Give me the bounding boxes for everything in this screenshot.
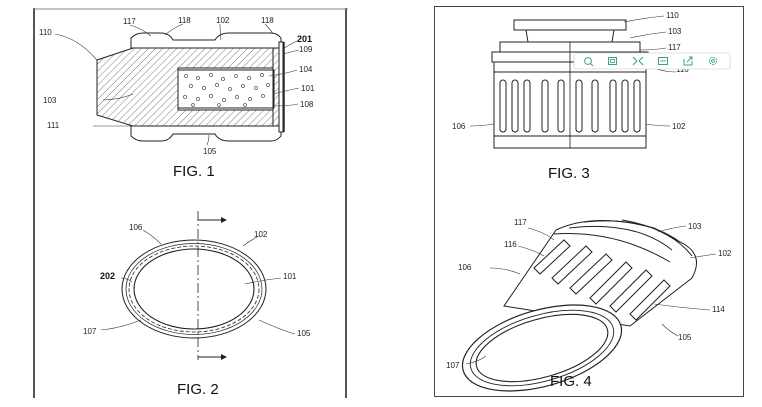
fig1-ref-103: 103 <box>43 96 57 105</box>
fig4-ribs <box>533 239 671 321</box>
porous-dots <box>183 73 270 107</box>
fig2-ref-105: 105 <box>297 329 311 338</box>
crop-icon[interactable] <box>654 54 672 68</box>
fig2-caption: FIG. 2 <box>177 381 219 398</box>
fig1-ref-118-right: 118 <box>261 16 274 25</box>
fig2-ref-106: 106 <box>129 223 143 232</box>
left-drawing-panel: 110 117 118 102 118 201 109 104 103 101 … <box>33 8 348 398</box>
fig2-ref-102: 102 <box>254 230 268 239</box>
fig3-caption: FIG. 3 <box>548 165 590 182</box>
fig1-ref-201: 201 <box>297 34 312 44</box>
fig3-ref-116: 116 <box>676 65 689 74</box>
fig4-ref-117: 117 <box>514 218 527 227</box>
fig3-ref-110: 110 <box>666 11 679 20</box>
fig1-ref-101: 101 <box>301 84 315 93</box>
image-toolbar <box>573 52 731 70</box>
fig3-ref-102: 102 <box>672 122 686 131</box>
fig1-ref-117: 117 <box>123 17 136 26</box>
fig1-ref-110: 110 <box>39 28 52 37</box>
fig3-ref-106: 106 <box>452 122 466 131</box>
fig1-caption: FIG. 1 <box>173 163 215 180</box>
zoom-icon[interactable] <box>580 54 598 68</box>
fig3-ref-103: 103 <box>668 27 682 36</box>
fig4-leaders <box>465 225 717 365</box>
fig2-drawing <box>121 211 267 360</box>
fig1-drawing <box>96 32 285 142</box>
fig4-ref-105: 105 <box>678 333 692 342</box>
settings-icon[interactable] <box>704 54 722 68</box>
fig4-ref-102: 102 <box>718 249 732 258</box>
right-drawing-svg: 110 103 117 116 106 102 FIG. 3 <box>434 6 744 397</box>
fig4-drawing <box>461 219 697 392</box>
fig4-caption: FIG. 4 <box>550 373 592 390</box>
fig1-ref-109: 109 <box>299 45 313 54</box>
right-page-border <box>434 6 744 397</box>
fig2-ref-107: 107 <box>83 327 97 336</box>
fig4-ref-107: 107 <box>446 361 460 370</box>
frame-icon[interactable] <box>604 54 622 68</box>
fig1-ref-108: 108 <box>300 100 314 109</box>
fig4-ref-114: 114 <box>712 305 725 314</box>
left-drawing-svg: 110 117 118 102 118 201 109 104 103 101 … <box>33 8 348 398</box>
fig4-ref-106: 106 <box>458 263 472 272</box>
fig2-leaders <box>100 229 296 335</box>
fig1-leaders <box>54 23 300 146</box>
fig4-ref-116: 116 <box>504 240 517 249</box>
fig1-ref-118-top: 118 <box>178 16 191 25</box>
fig2-ref-101: 101 <box>283 272 297 281</box>
fig3-drawing <box>491 19 649 149</box>
right-drawing-panel: 110 103 117 116 106 102 FIG. 3 <box>434 6 744 397</box>
fig4-ref-103: 103 <box>688 222 702 231</box>
fig3-ref-117: 117 <box>668 43 681 52</box>
fig1-ref-105: 105 <box>203 147 217 156</box>
fig3-ribs <box>499 79 641 133</box>
fig1-ref-111: 111 <box>47 121 60 130</box>
fig1-ref-102: 102 <box>216 16 230 25</box>
fit-icon[interactable] <box>629 54 647 68</box>
fig1-ref-104: 104 <box>299 65 313 74</box>
fig2-ref-202: 202 <box>100 271 115 281</box>
share-icon[interactable] <box>679 54 697 68</box>
